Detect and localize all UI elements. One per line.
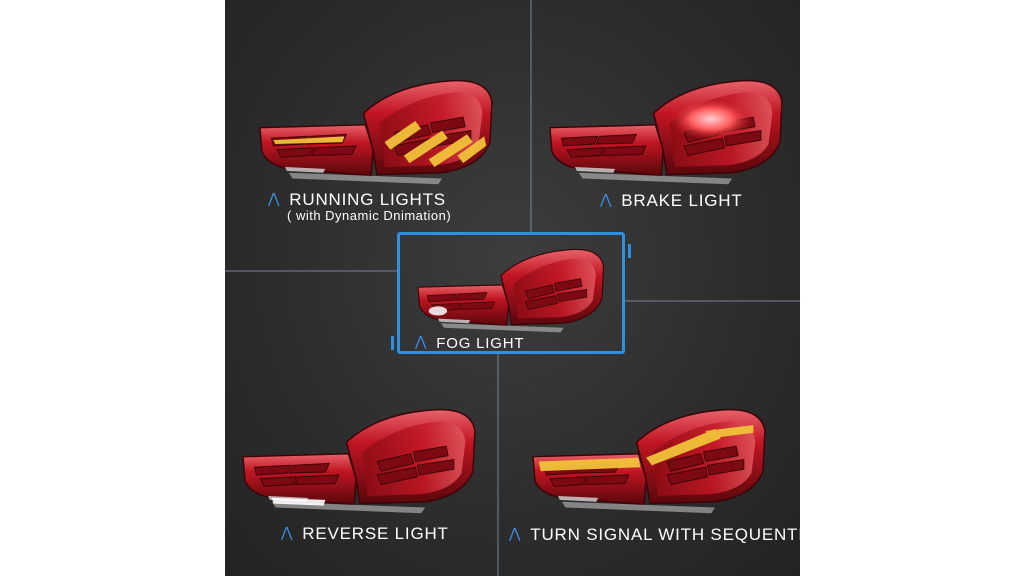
taillight-brake-light (549, 79, 783, 185)
caption-brake-light: ⋀ BRAKE LIGHT (600, 191, 743, 211)
taillight-running-lights (259, 79, 493, 185)
horizontal-divider-right (625, 300, 800, 302)
taillight-fog-light (417, 248, 605, 333)
chevron-up-icon: ⋀ (509, 525, 522, 541)
fog-light-highlight-frame (397, 232, 625, 354)
caption-fog-light-title: FOG LIGHT (436, 335, 525, 352)
caption-running-lights-subtitle: ( with Dynamic Dnimation) (287, 208, 452, 223)
vertical-divider-top (530, 0, 532, 232)
caption-reverse-light: ⋀ REVERSE LIGHT (281, 524, 449, 544)
taillight-reverse-light (242, 408, 476, 514)
caption-running-lights: ⋀ RUNNING LIGHTS (268, 190, 446, 210)
caption-brake-light-title: BRAKE LIGHT (621, 191, 743, 210)
caption-reverse-light-title: REVERSE LIGHT (302, 524, 449, 543)
product-panel: ⋀ RUNNING LIGHTS ( with Dynamic Dnimation… (225, 0, 800, 576)
caption-running-lights-title: RUNNING LIGHTS (289, 190, 446, 209)
frame-tick-right (628, 244, 631, 258)
frame-tick-left (391, 336, 394, 350)
caption-turn-signal-title: TURN SIGNAL WITH SEQUENTIAL (530, 525, 800, 544)
chevron-up-icon: ⋀ (600, 191, 613, 207)
vertical-divider-bottom (497, 354, 499, 576)
chevron-up-icon: ⋀ (268, 190, 281, 206)
taillight-turn-signal (532, 408, 766, 514)
chevron-up-icon: ⋀ (415, 333, 428, 349)
caption-turn-signal: ⋀ TURN SIGNAL WITH SEQUENTIAL (509, 525, 800, 545)
chevron-up-icon: ⋀ (281, 524, 294, 540)
horizontal-divider-left (225, 270, 397, 272)
caption-fog-light: ⋀ FOG LIGHT (415, 333, 525, 352)
